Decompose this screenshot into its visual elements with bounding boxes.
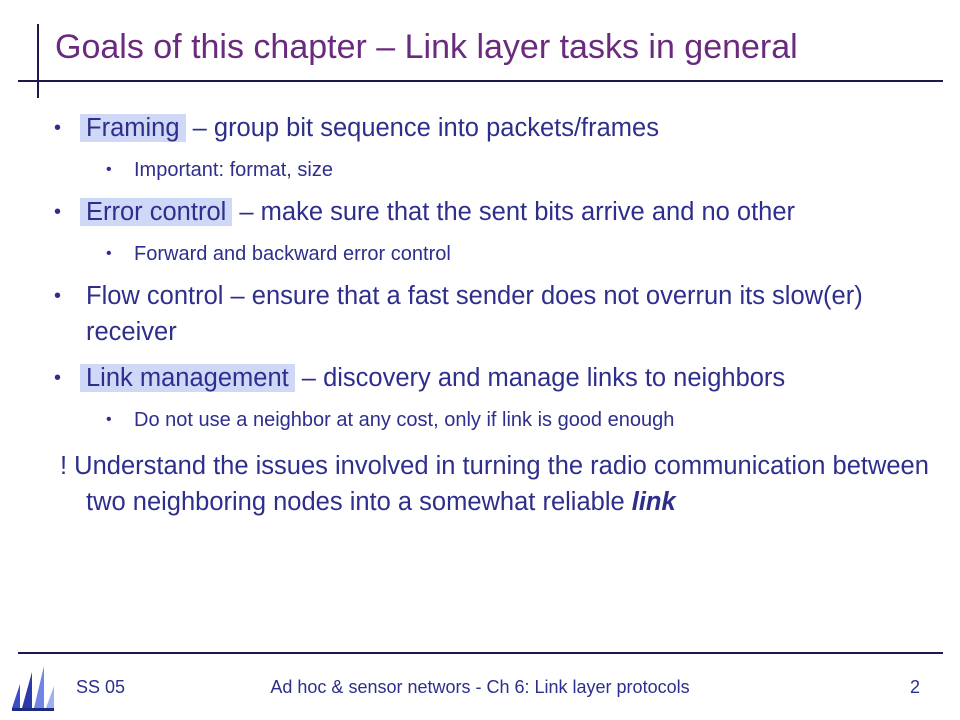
bullet-text: – make sure that the sent bits arrive an… [232,198,796,226]
footer-term: SS 05 [76,677,126,697]
footer-divider [18,652,943,654]
bullet-icon: • [106,411,112,428]
page-number: 2 [909,677,920,697]
slide-title: Goals of this chapter – Link layer tasks… [55,28,798,66]
bullet-icon: • [106,161,112,178]
highlight-term: Error control [80,198,233,226]
note-text: ! Understand the issues involved in turn… [60,452,929,516]
bullet-error-control: • Error control – make sure that the sen… [50,194,930,230]
bullet-icon: • [106,245,112,262]
sub-bullet: • Do not use a neighbor at any cost, onl… [50,406,930,434]
bullet-link-management: • Link management – discovery and manage… [50,360,930,396]
highlight-term: Link management [80,364,295,392]
sub-bullet: • Important: format, size [50,156,930,184]
decorative-vertical-line [37,24,39,98]
bullet-icon: • [54,285,62,307]
sub-bullet-text: Important: format, size [134,159,333,181]
title-divider [18,80,943,82]
bullet-flow-control: • Flow control – ensure that a fast send… [50,278,930,350]
bullet-text: – discovery and manage links to neighbor… [294,364,786,392]
bullet-icon: • [54,367,62,389]
slide-content: • Framing – group bit sequence into pack… [50,100,930,520]
bullet-icon: • [54,201,62,223]
sub-bullet: • Forward and backward error control [50,240,930,268]
bullet-text: Flow control – ensure that a fast sender… [86,282,863,346]
bullet-icon: • [54,117,62,139]
sub-bullet-text: Do not use a neighbor at any cost, only … [134,409,675,431]
bullet-text: – group bit sequence into packets/frames [185,114,659,142]
highlight-term: Framing [80,114,186,142]
sub-bullet-text: Forward and backward error control [134,243,451,265]
university-logo-icon [12,666,54,711]
note-emphasis: link [631,488,676,516]
footer-course: Ad hoc & sensor networs - Ch 6: Link lay… [270,677,690,697]
bullet-framing: • Framing – group bit sequence into pack… [50,110,930,146]
goal-note: ! Understand the issues involved in turn… [50,448,930,520]
